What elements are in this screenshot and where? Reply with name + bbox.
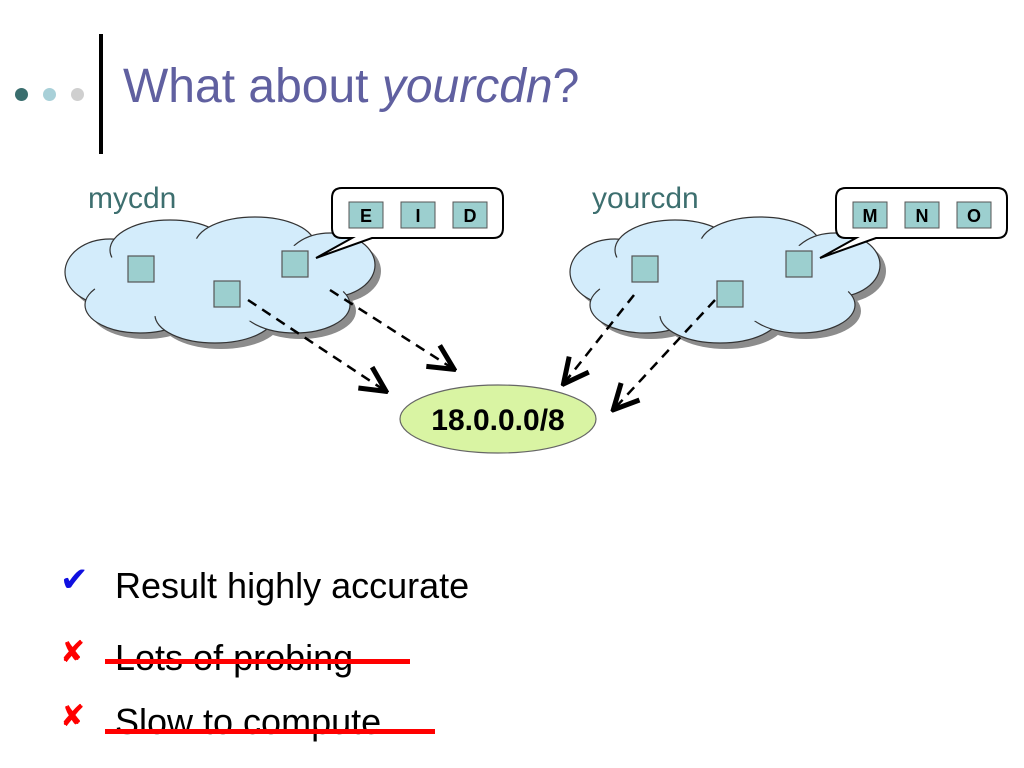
server-node-icon	[281, 250, 309, 278]
target-prefix-node: 18.0.0.0/8	[399, 384, 597, 454]
title-emphasis: yourcdn	[381, 60, 553, 113]
server-node-icon	[716, 280, 744, 308]
mycdn-label: mycdn	[88, 182, 177, 215]
server-node-icon	[631, 255, 659, 283]
decorative-dot	[15, 88, 28, 101]
probe-arrow	[615, 299, 716, 408]
bullet-item: ✔ Result highly accurate	[60, 561, 540, 606]
probe-arrow	[565, 294, 635, 382]
bullet-text: Result highly accurate	[115, 565, 470, 606]
bubble-item-label: I	[415, 206, 420, 226]
bubble-item-label: M	[863, 206, 878, 226]
yourcdn-callout: M N O	[819, 187, 1008, 259]
x-mark-icon: ✘	[60, 636, 86, 669]
bubble-item-label: O	[967, 206, 981, 226]
bullet-item: ✘ Slow to compute	[60, 702, 460, 742]
bullet-text: Slow to compute	[115, 701, 382, 742]
bubble-item-label: N	[916, 206, 929, 226]
slide-title: What about yourcdn?	[123, 63, 579, 111]
decorative-dot	[43, 88, 56, 101]
yourcdn-label: yourcdn	[592, 182, 699, 215]
yourcdn-cloud	[569, 216, 886, 349]
mycdn-callout: E I D	[315, 187, 504, 259]
server-node-icon	[127, 255, 155, 283]
bullet-text: Lots of probing	[115, 637, 354, 678]
bubble-item-box	[400, 201, 436, 229]
bubble-item-box	[452, 201, 488, 229]
x-mark-icon: ✘	[60, 700, 86, 733]
target-prefix-label: 18.0.0.0/8	[431, 404, 564, 437]
server-node-icon	[785, 250, 813, 278]
title-divider	[99, 34, 103, 154]
strikethrough	[105, 659, 410, 664]
server-node-icon	[213, 280, 241, 308]
title-prefix: What about	[123, 60, 382, 113]
network-diagram: E I D M N O 18.0.0.0/8	[64, 187, 1008, 454]
bubble-item-box	[956, 201, 992, 229]
bubble-item-box	[852, 201, 888, 229]
bullet-item: ✘ Lots of probing	[60, 638, 440, 678]
bubble-item-label: D	[464, 206, 477, 226]
bubble-item-label: E	[360, 206, 372, 226]
strikethrough	[105, 729, 435, 734]
bubble-item-box	[348, 201, 384, 229]
bubble-item-box	[904, 201, 940, 229]
probe-arrow	[329, 288, 452, 368]
decorative-dot	[71, 88, 84, 101]
title-suffix: ?	[552, 60, 580, 113]
checkmark-icon: ✔	[60, 561, 89, 599]
